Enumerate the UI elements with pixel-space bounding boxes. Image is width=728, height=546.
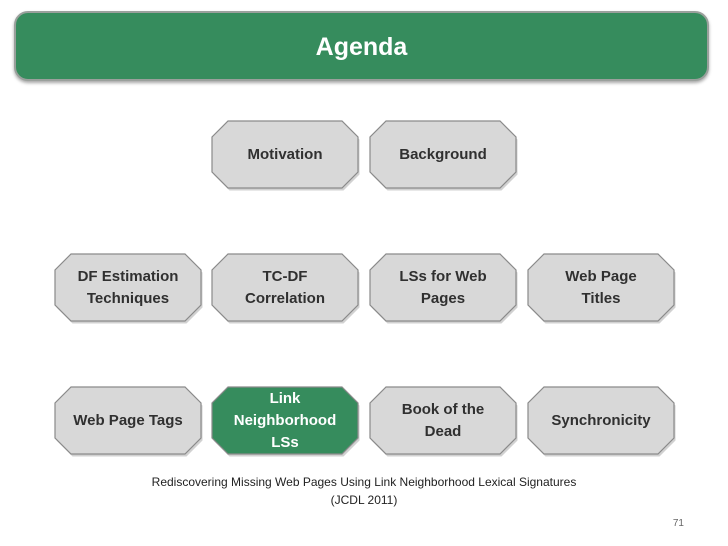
citation-title: Rediscovering Missing Web Pages Using Li… [151, 475, 577, 489]
citation-venue: (JCDL 2011) [330, 493, 398, 507]
agenda-node-motivation [211, 120, 359, 189]
agenda-node-lss-for-web-pages [369, 253, 517, 322]
agenda-node-background [369, 120, 517, 189]
page-number: 71 [672, 518, 684, 529]
agenda-node-df-estimation-techniques [54, 253, 202, 322]
agenda-node-web-page-tags [54, 386, 202, 455]
agenda-node-book-of-the-dead [369, 386, 517, 455]
footer-citation: Rediscovering Missing Web Pages Using Li… [64, 473, 664, 509]
agenda-node-link-neighborhood-lss [211, 386, 359, 455]
agenda-header-banner: Agenda [14, 11, 709, 81]
slide-title: Agenda [315, 33, 408, 61]
agenda-node-tc-df-correlation [211, 253, 359, 322]
agenda-node-web-page-titles [527, 253, 675, 322]
agenda-node-synchronicity [527, 386, 675, 455]
